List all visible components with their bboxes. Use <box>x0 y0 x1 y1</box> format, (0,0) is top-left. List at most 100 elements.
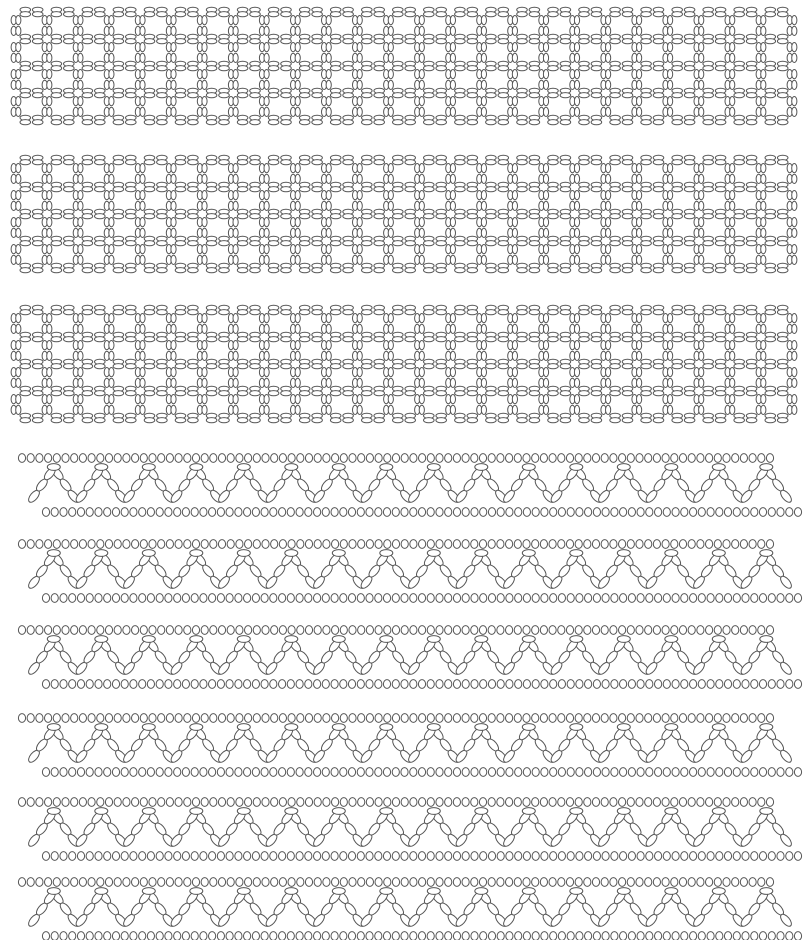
bead <box>766 454 773 463</box>
bead <box>574 164 579 173</box>
bead <box>268 337 279 342</box>
bead <box>436 160 447 165</box>
bead <box>663 932 670 940</box>
bead <box>574 174 579 183</box>
bead <box>410 852 417 861</box>
bead <box>71 454 78 463</box>
bead <box>401 852 408 861</box>
bead <box>219 391 230 396</box>
bead <box>174 932 181 940</box>
bead <box>645 798 652 807</box>
bead <box>32 93 43 98</box>
bead <box>264 314 269 323</box>
bead <box>250 418 261 423</box>
bead <box>123 540 130 549</box>
bead <box>171 245 176 254</box>
bead <box>684 391 695 396</box>
bead <box>144 418 155 423</box>
bead <box>314 454 321 463</box>
bead <box>206 364 217 369</box>
bead <box>697 626 704 635</box>
bead <box>144 39 155 44</box>
bead <box>759 932 766 940</box>
bead <box>653 93 664 98</box>
bead <box>20 418 31 423</box>
bead <box>481 26 486 35</box>
bead <box>436 714 443 723</box>
bead <box>237 724 250 731</box>
bead <box>112 852 119 861</box>
bead <box>332 888 345 895</box>
bead <box>374 93 385 98</box>
bead <box>486 160 497 165</box>
bead <box>579 93 590 98</box>
bead <box>210 714 217 723</box>
bead <box>174 594 181 603</box>
bead <box>610 364 621 369</box>
bead <box>32 120 43 125</box>
bead <box>419 201 424 210</box>
bead <box>77 852 84 861</box>
bead <box>679 878 686 887</box>
bead <box>202 341 207 350</box>
bead <box>450 201 455 210</box>
bead <box>109 43 114 52</box>
bead <box>314 878 321 887</box>
bead <box>109 174 114 183</box>
bead <box>591 39 602 44</box>
bead <box>622 391 633 396</box>
bead <box>575 798 582 807</box>
bead <box>157 310 168 315</box>
bead <box>192 798 199 807</box>
bead <box>475 724 488 731</box>
bead <box>734 310 745 315</box>
bead <box>671 714 678 723</box>
bead <box>679 540 686 549</box>
bead <box>637 26 642 35</box>
bead <box>453 768 460 777</box>
bead <box>455 337 466 342</box>
bead <box>95 550 108 557</box>
bead <box>723 540 730 549</box>
bead <box>392 594 399 603</box>
bead <box>82 160 93 165</box>
bead <box>171 201 176 210</box>
bead <box>144 337 155 342</box>
bead <box>622 241 633 246</box>
bead <box>279 626 286 635</box>
bead <box>156 680 163 689</box>
bead <box>462 878 469 887</box>
bead <box>144 391 155 396</box>
bead <box>455 241 466 246</box>
bead <box>699 191 704 200</box>
bead <box>295 43 300 52</box>
bead <box>217 508 224 517</box>
bead <box>419 324 424 333</box>
bead <box>792 201 797 210</box>
bead <box>445 540 452 549</box>
bead <box>78 341 83 350</box>
bead <box>450 53 455 62</box>
bead <box>393 337 404 342</box>
bead <box>765 268 776 273</box>
bead <box>237 391 248 396</box>
bead <box>777 594 784 603</box>
bead <box>522 550 535 557</box>
bead <box>210 878 217 887</box>
bead <box>560 160 571 165</box>
bead <box>330 337 341 342</box>
bead <box>322 508 329 517</box>
bead <box>142 808 155 815</box>
bead <box>566 714 573 723</box>
bead <box>620 508 627 517</box>
bead <box>641 160 652 165</box>
bead <box>380 808 393 815</box>
bead <box>514 540 521 549</box>
bead <box>47 464 60 471</box>
bead <box>366 680 373 689</box>
bead <box>593 852 600 861</box>
bead <box>264 218 269 227</box>
bead <box>182 852 189 861</box>
bead <box>340 454 347 463</box>
bead <box>714 626 721 635</box>
